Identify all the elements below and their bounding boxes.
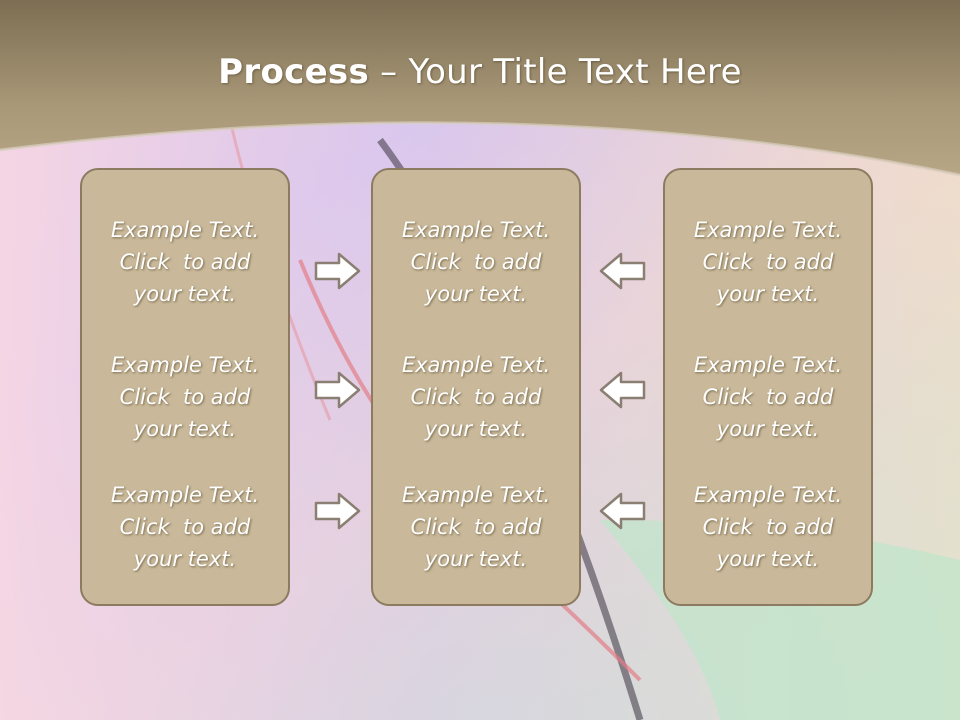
text-line: Click to add	[702, 250, 834, 274]
text-line: Click to add	[702, 385, 834, 409]
text-line: Click to add	[410, 250, 542, 274]
text-line: Click to add	[119, 385, 251, 409]
text-line: your text.	[133, 282, 237, 306]
left-panel: Example Text. Click to add your text. Ex…	[80, 168, 290, 606]
arrow-right-icon	[314, 252, 361, 290]
text-line: Click to add	[702, 515, 834, 539]
text-line: your text.	[424, 282, 528, 306]
text-line: your text.	[716, 547, 820, 571]
text-line: your text.	[716, 417, 820, 441]
text-line: Example Text.	[401, 218, 551, 242]
arrow-right-icon	[314, 492, 361, 530]
arrow-left-icon	[599, 371, 646, 409]
text-block[interactable]: Example Text. Click to add your text.	[665, 214, 871, 310]
center-panel: Example Text. Click to add your text. Ex…	[371, 168, 581, 606]
text-line: Example Text.	[401, 483, 551, 507]
text-line: Example Text.	[401, 353, 551, 377]
text-line: Click to add	[119, 250, 251, 274]
arrow-left-icon	[599, 492, 646, 530]
text-line: your text.	[424, 417, 528, 441]
text-line: Example Text.	[110, 483, 260, 507]
text-line: your text.	[716, 282, 820, 306]
text-block[interactable]: Example Text. Click to add your text.	[373, 214, 579, 310]
right-panel: Example Text. Click to add your text. Ex…	[663, 168, 873, 606]
text-line: Click to add	[410, 385, 542, 409]
text-line: Click to add	[119, 515, 251, 539]
text-line: your text.	[133, 417, 237, 441]
text-line: Example Text.	[110, 218, 260, 242]
title-rest-part: – Your Title Text Here	[369, 52, 742, 92]
text-block[interactable]: Example Text. Click to add your text.	[373, 479, 579, 575]
text-block[interactable]: Example Text. Click to add your text.	[665, 479, 871, 575]
text-line: Example Text.	[110, 353, 260, 377]
slide-title[interactable]: Process – Your Title Text Here	[0, 52, 960, 92]
text-block[interactable]: Example Text. Click to add your text.	[373, 349, 579, 445]
title-bold-part: Process	[218, 52, 370, 92]
text-line: Click to add	[410, 515, 542, 539]
text-line: Example Text.	[693, 483, 843, 507]
text-block[interactable]: Example Text. Click to add your text.	[82, 349, 288, 445]
arrow-left-icon	[599, 252, 646, 290]
text-line: Example Text.	[693, 353, 843, 377]
text-block[interactable]: Example Text. Click to add your text.	[82, 214, 288, 310]
text-line: your text.	[133, 547, 237, 571]
text-line: your text.	[424, 547, 528, 571]
arrow-right-icon	[314, 371, 361, 409]
text-block[interactable]: Example Text. Click to add your text.	[82, 479, 288, 575]
text-line: Example Text.	[693, 218, 843, 242]
text-block[interactable]: Example Text. Click to add your text.	[665, 349, 871, 445]
